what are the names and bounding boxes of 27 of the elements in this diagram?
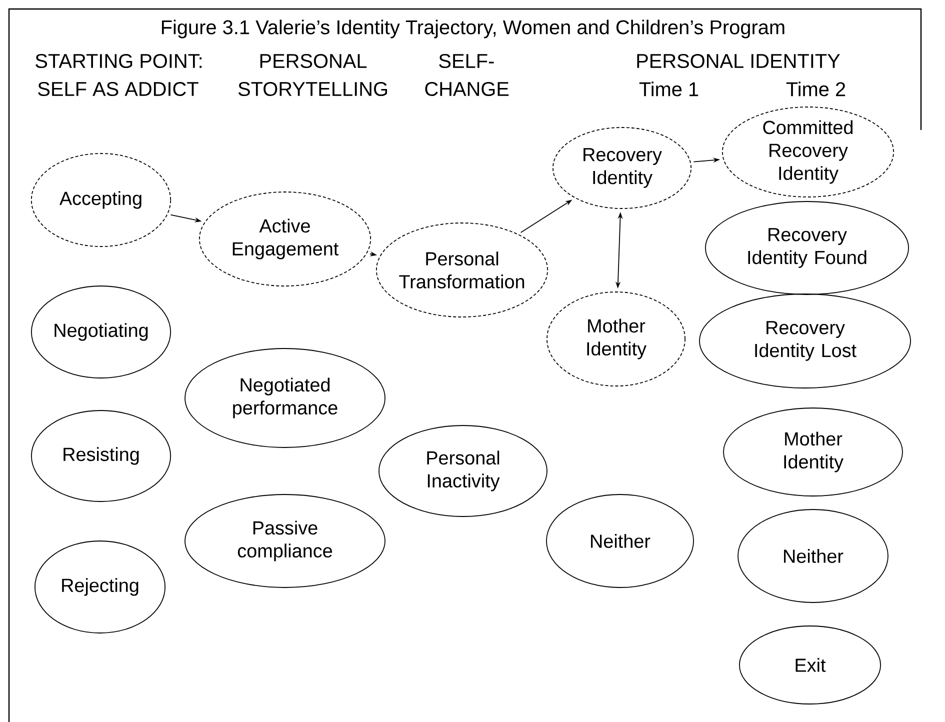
column-heading: PERSONAL — [260, 54, 367, 68]
ellipse-node: Active Engagement — [199, 192, 372, 286]
ellipse-node: Resisting — [30, 410, 172, 502]
column-heading: Time 1 — [639, 82, 698, 96]
ellipse-node: Recovery Identity Found — [705, 201, 909, 295]
ellipse-node: Personal Inactivity — [378, 425, 548, 517]
ellipse-node: Mother Identity — [723, 408, 903, 496]
column-heading: SELF- — [439, 54, 494, 68]
ellipse-node: Committed Recovery Identity — [722, 106, 894, 198]
ellipse-node: Negotiated performance — [184, 348, 386, 448]
ellipse-node: Neither — [738, 509, 888, 603]
ellipse-node: Neither — [546, 494, 694, 588]
column-heading: PERSONAL IDENTITY — [637, 54, 840, 68]
figure-title: Figure 3.1 Valerie’s Identity Trajectory, Women and Children’s Program — [162, 20, 784, 38]
ellipse-node: Recovery Identity — [552, 127, 692, 209]
ellipse-node: Mother Identity — [546, 292, 686, 386]
ellipse-node: Negotiating — [30, 286, 172, 378]
ellipse-node: Accepting — [30, 153, 172, 247]
ellipse-node: Recovery Identity Lost — [699, 294, 911, 388]
column-heading: STORYTELLING — [238, 82, 387, 96]
ellipse-node: Personal Transformation — [376, 222, 548, 318]
ellipse-node: Passive compliance — [184, 494, 386, 588]
column-heading: CHANGE — [425, 82, 509, 96]
column-heading: STARTING POINT: — [36, 54, 202, 68]
ellipse-node: Rejecting — [34, 540, 166, 634]
ellipse-node: Exit — [738, 626, 882, 704]
column-heading: SELF AS ADDICT — [38, 82, 198, 96]
